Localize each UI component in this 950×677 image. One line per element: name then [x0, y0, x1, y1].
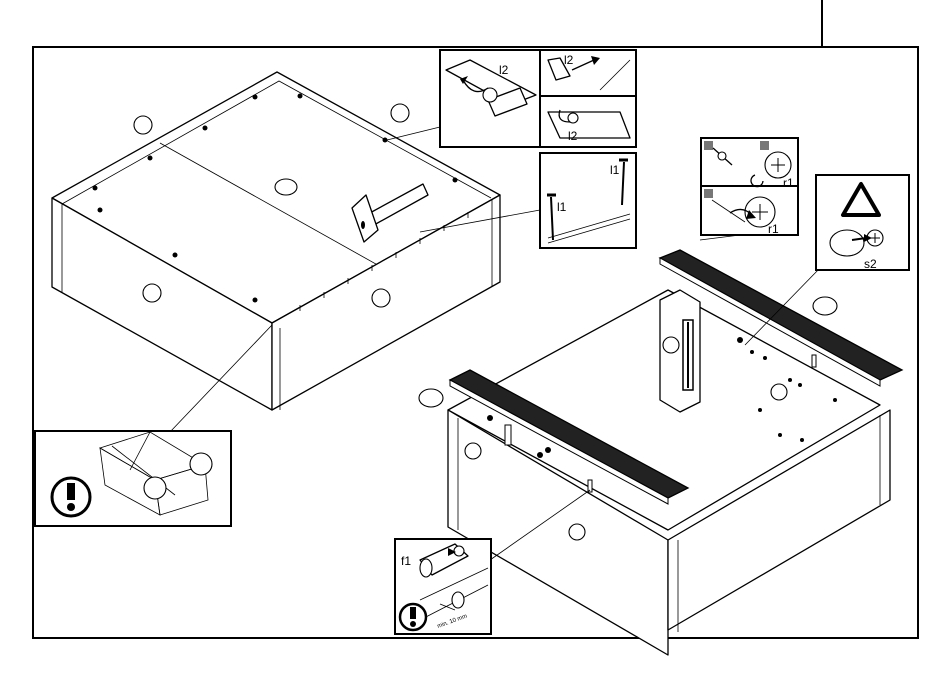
- part-number-oval: [813, 297, 837, 315]
- detail-cam-bolt: l2 l2 l2: [440, 50, 636, 147]
- part-number-circle: [771, 384, 787, 400]
- part-number-circle: [569, 524, 585, 540]
- part-number-oval: [275, 179, 297, 195]
- dowel-label: f1: [401, 554, 411, 568]
- cam-bolt-label: l2: [564, 53, 574, 67]
- part-number-circle: [134, 116, 152, 134]
- detail-nails: l1 l1: [540, 153, 636, 248]
- warning-icon: [52, 478, 90, 516]
- connector-label: r1: [768, 222, 779, 236]
- part-number-circle: [372, 289, 390, 307]
- part-number-circle: [663, 337, 679, 353]
- part-number-circle: [465, 443, 481, 459]
- cam-bolt-label: l2: [499, 63, 509, 77]
- connector-label: r1: [783, 176, 794, 190]
- detail-dowel: f1 min. 10 mm: [395, 539, 491, 634]
- detail-connector: r1 r1: [701, 138, 798, 236]
- cover-cap-label: s2: [864, 257, 877, 271]
- nail-label: l1: [610, 163, 620, 177]
- part-number-oval: [419, 389, 443, 407]
- detail-cover-cap: s2: [816, 175, 909, 271]
- part-number-circle: [143, 284, 161, 302]
- part-number-circle: [391, 104, 409, 122]
- cam-bolt-label: l2: [568, 129, 578, 143]
- warning-icon: [400, 604, 426, 630]
- detail-edge-warning: [35, 431, 231, 526]
- nail-label: l1: [557, 200, 567, 214]
